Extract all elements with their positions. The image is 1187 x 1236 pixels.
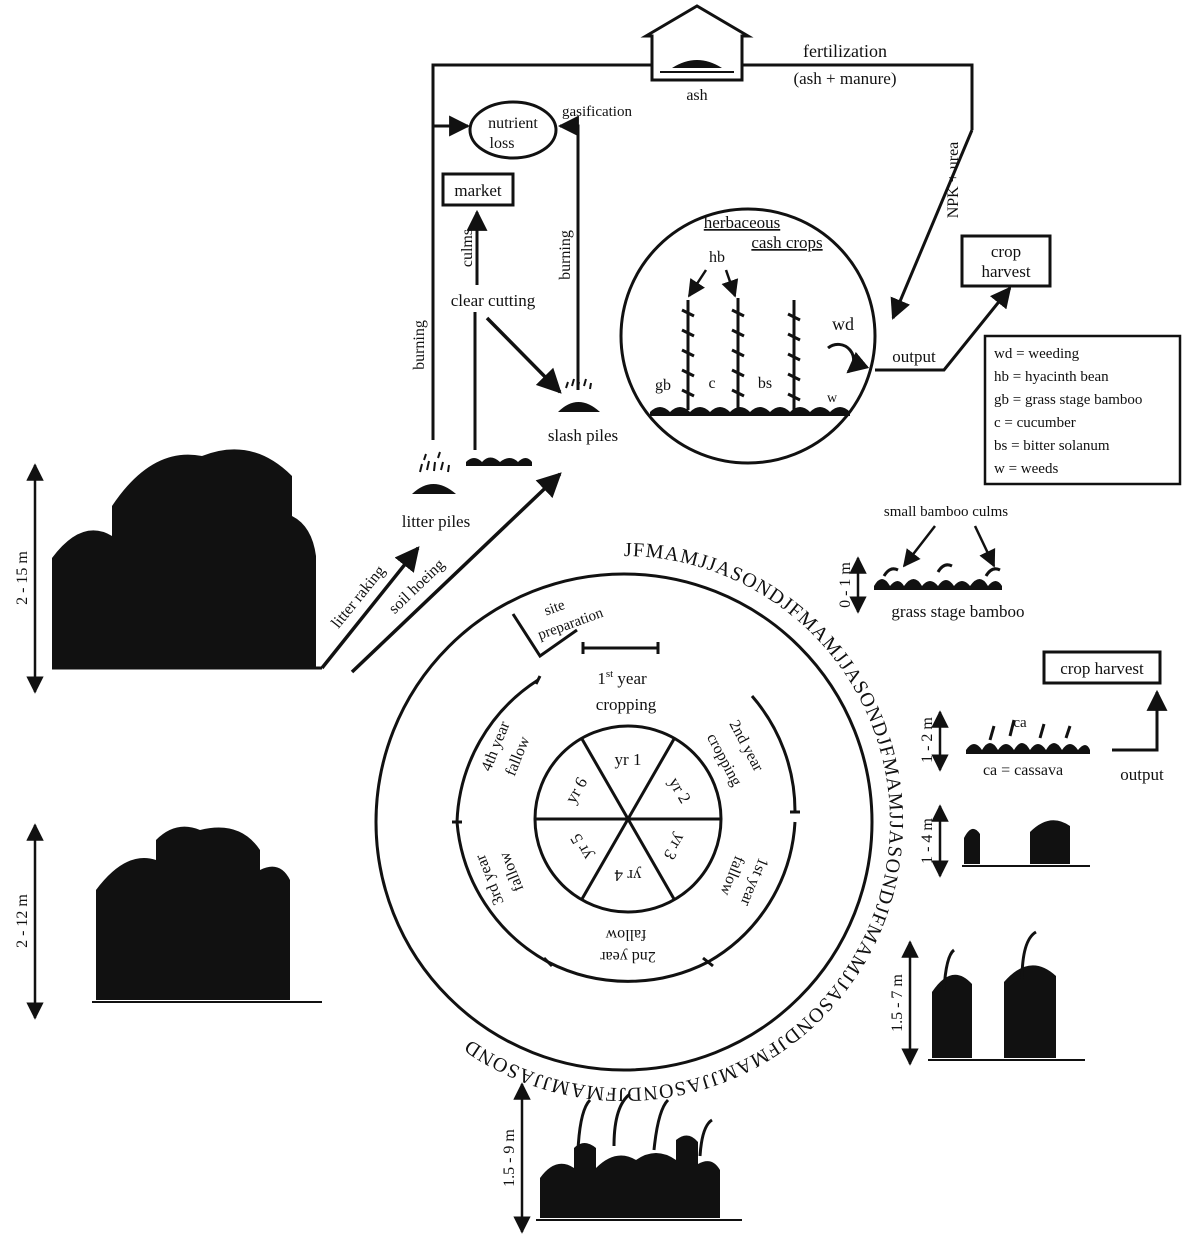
output-arrow-bottom <box>1112 689 1168 752</box>
crop-harvest-bottom-box <box>1042 650 1162 685</box>
npk-arrow <box>890 129 974 320</box>
crop-harvest-bottom-label: crop harvest <box>1060 659 1144 678</box>
year-segment: yr 4 <box>614 866 641 885</box>
legend-item: gb = grass stage bamboo <box>994 392 1142 408</box>
burning-line-left <box>431 63 652 440</box>
wd-label: wd <box>832 314 854 334</box>
cassava-illustration <box>966 719 1090 754</box>
gasification-arrow <box>557 115 580 390</box>
second-year-fallow-label-1: 2nd year <box>600 948 656 965</box>
gb-label: gb <box>655 377 671 394</box>
ca-label: ca <box>1013 715 1027 731</box>
legend-item: c = cucumber <box>994 415 1076 431</box>
weeding-arrow <box>827 342 870 374</box>
regrowth-bamboo-illustration <box>536 1092 742 1221</box>
mid-bamboo-illustration <box>928 930 1085 1061</box>
crop-harvest-top-box <box>960 234 1052 288</box>
hb-arrow-left <box>687 269 708 298</box>
young-bamboo-illustration <box>962 820 1090 867</box>
abbreviation-legend: wd = weeding hb = hyacinth bean gb = gra… <box>983 334 1182 486</box>
mature-bamboo-illustration <box>52 449 322 670</box>
npk-urea-label: NPK + urea <box>945 142 962 219</box>
crop-plants-illustration <box>650 298 850 416</box>
year-segment: yr 1 <box>615 750 642 769</box>
legend-item: wd = weeding <box>994 346 1080 362</box>
first-year-cropping-label-2: cropping <box>596 695 657 714</box>
month-ring: JFMAMJJASONDJFMAMJJASONDJFMAMJJASONDJFMA… <box>460 539 906 1105</box>
hb-arrow-right <box>721 269 739 298</box>
gasification-label: gasification <box>562 104 632 120</box>
rotation-cycle: JFMAMJJASONDJFMAMJJASONDJFMAMJJASONDJFMA… <box>374 539 907 1105</box>
grass-stage-bamboo-illustration <box>874 563 1002 590</box>
small-culms-arrow-left <box>902 525 936 568</box>
month-ring-text: JFMAMJJASONDJFMAMJJASONDJFMAMJJASONDJFMA… <box>460 539 907 1105</box>
cash-crops-circle <box>619 207 877 465</box>
height-0-1-label: 0 - 1 m <box>837 562 854 608</box>
litter-raking-arrow <box>320 546 420 670</box>
output-bottom-label: output <box>1120 765 1164 784</box>
soil-hoeing-arrow <box>350 472 562 674</box>
tall-bamboo-illustration <box>92 826 322 1003</box>
site-prep-label-1: site <box>542 597 567 619</box>
litter-pile-icon <box>412 451 532 494</box>
slash-pile-icon <box>558 378 600 412</box>
cash-crops-label: cash crops <box>751 233 822 252</box>
w-label: w <box>827 391 838 406</box>
nutrient-label: nutrient <box>488 115 538 132</box>
herbaceous-label: herbaceous <box>704 213 780 232</box>
height-2-15-label: 2 - 15 m <box>14 551 31 605</box>
fertilization-line <box>742 63 974 130</box>
ash-manure-label: (ash + manure) <box>793 69 896 88</box>
small-culms-arrow-right <box>973 525 996 568</box>
crop-harvest-top-label-2: harvest <box>981 262 1030 281</box>
bs-label: bs <box>758 375 772 392</box>
grass-stage-bamboo-label: grass stage bamboo <box>891 602 1024 621</box>
height-1-4-label: 1 - 4 m <box>919 818 936 864</box>
fertilization-label: fertilization <box>803 41 887 61</box>
year-segment: yr 3 <box>660 830 690 863</box>
height-1-5-9-label: 1.5 - 9 m <box>501 1129 518 1187</box>
clear-cutting-to-slash-arrow <box>485 316 562 394</box>
hb-label: hb <box>709 249 725 266</box>
legend-item: hb = hyacinth bean <box>994 369 1109 385</box>
burning-mid-label: burning <box>557 230 574 280</box>
height-1-5-7-label: 1.5 - 7 m <box>889 974 906 1032</box>
legend-item: bs = bitter solanum <box>994 438 1110 454</box>
first-year-cropping-label-1: 1st year <box>597 668 647 688</box>
output-top-label: output <box>892 347 936 366</box>
small-bamboo-culms-label: small bamboo culms <box>884 504 1008 520</box>
ash-house <box>640 4 754 82</box>
culms-label: culms <box>459 229 476 267</box>
output-arrow-top <box>875 286 1012 372</box>
year-segment: yr 5 <box>566 830 596 863</box>
height-2-12-label: 2 - 12 m <box>14 894 31 948</box>
clear-cutting-label: clear cutting <box>451 291 536 310</box>
crop-harvest-top-label-1: crop <box>991 242 1021 261</box>
second-year-fallow-label-2: fallow <box>605 926 646 943</box>
loss-label: loss <box>490 135 515 152</box>
c-label: c <box>708 375 715 392</box>
slash-piles-label: slash piles <box>548 426 618 445</box>
year-segment: yr 2 <box>665 774 695 807</box>
market-label: market <box>454 181 501 200</box>
ca-legend-label: ca = cassava <box>983 762 1063 779</box>
litter-piles-label: litter piles <box>402 512 470 531</box>
burning-left-label: burning <box>411 320 428 370</box>
legend-item: w = weeds <box>994 461 1058 477</box>
ash-label: ash <box>686 87 707 104</box>
height-1-2-label: 1 - 2 m <box>919 717 936 763</box>
year-segment: yr 6 <box>561 774 591 807</box>
market-box <box>441 172 515 207</box>
